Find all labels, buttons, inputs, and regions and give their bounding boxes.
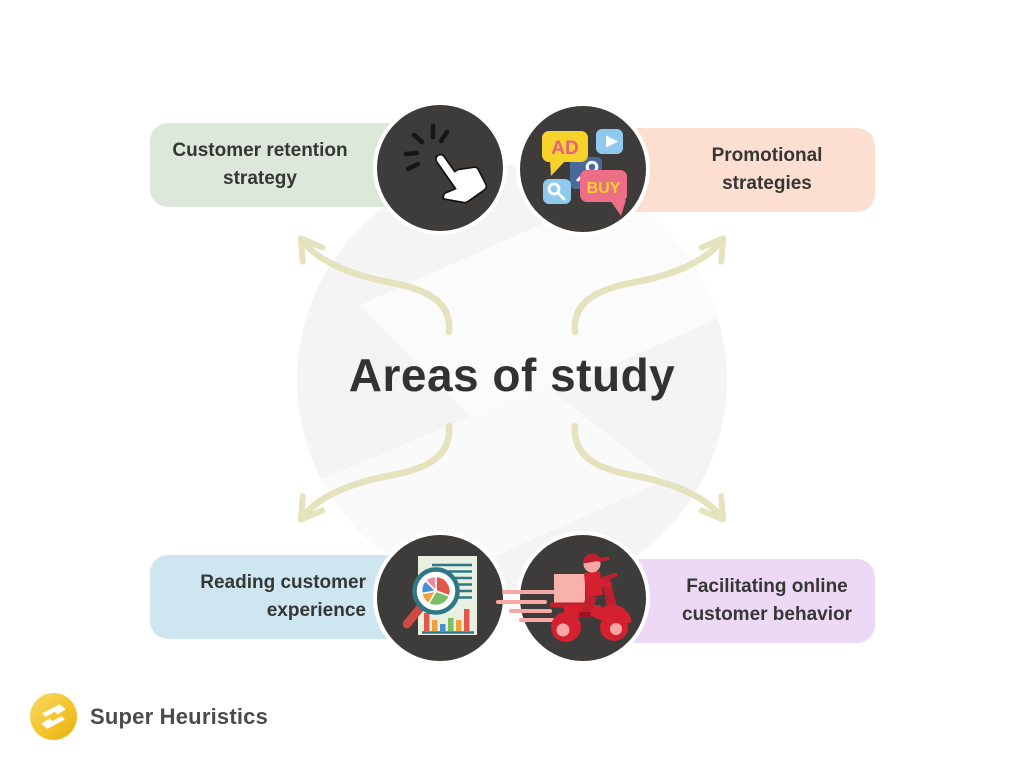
arrow-to-behavior <box>571 422 727 523</box>
delivery-scooter-icon <box>496 531 650 665</box>
area-label-customer-retention: Customer retention strategy <box>172 139 348 190</box>
area-label-reading-experience: Reading customer experience <box>200 571 366 622</box>
speed-lines <box>496 590 559 622</box>
buy-label: BUY <box>587 180 621 197</box>
video-tile <box>596 129 623 154</box>
magnifier <box>402 567 460 629</box>
page-title: Areas of study <box>348 349 676 401</box>
package-box <box>554 574 585 603</box>
area-label-online-behavior: Facilitating online customer behavior <box>682 575 852 626</box>
rider <box>579 553 612 618</box>
arrow-to-reading <box>297 422 453 523</box>
promotion-icon: AD BUY <box>516 102 650 236</box>
brand-logo: Super Heuristics <box>30 693 268 740</box>
search-tile <box>543 179 571 204</box>
area-label-promotional: Promotional strategies <box>711 144 823 195</box>
brand-logo-icon <box>30 693 77 740</box>
arrow-to-promo <box>571 235 727 336</box>
report-magnifier-icon <box>373 531 507 665</box>
brand-name: Super Heuristics <box>90 703 269 729</box>
buy-bubble: BUY <box>580 170 627 216</box>
bar-chart <box>422 609 474 634</box>
pie-chart <box>420 575 452 607</box>
ad-label: AD <box>551 138 578 159</box>
arrow-to-retention <box>297 235 453 336</box>
cursor-click-icon <box>373 101 507 235</box>
ad-bubble: AD <box>542 131 588 176</box>
